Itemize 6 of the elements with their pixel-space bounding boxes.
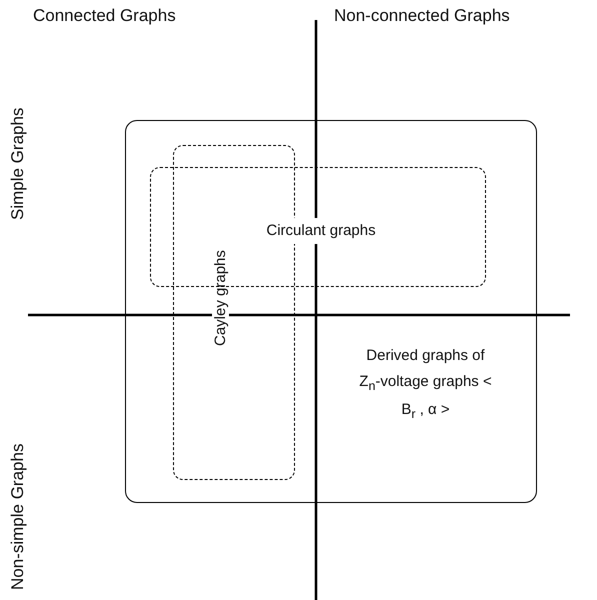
axis-title: Non-simple Graphs [8, 444, 28, 590]
region-box [125, 120, 537, 503]
axis-title: Connected Graphs [33, 6, 176, 26]
region-label: Cayley graphs [212, 250, 229, 346]
axis-title: Simple Graphs [8, 108, 28, 220]
axis-title: Non-connected Graphs [334, 6, 510, 26]
